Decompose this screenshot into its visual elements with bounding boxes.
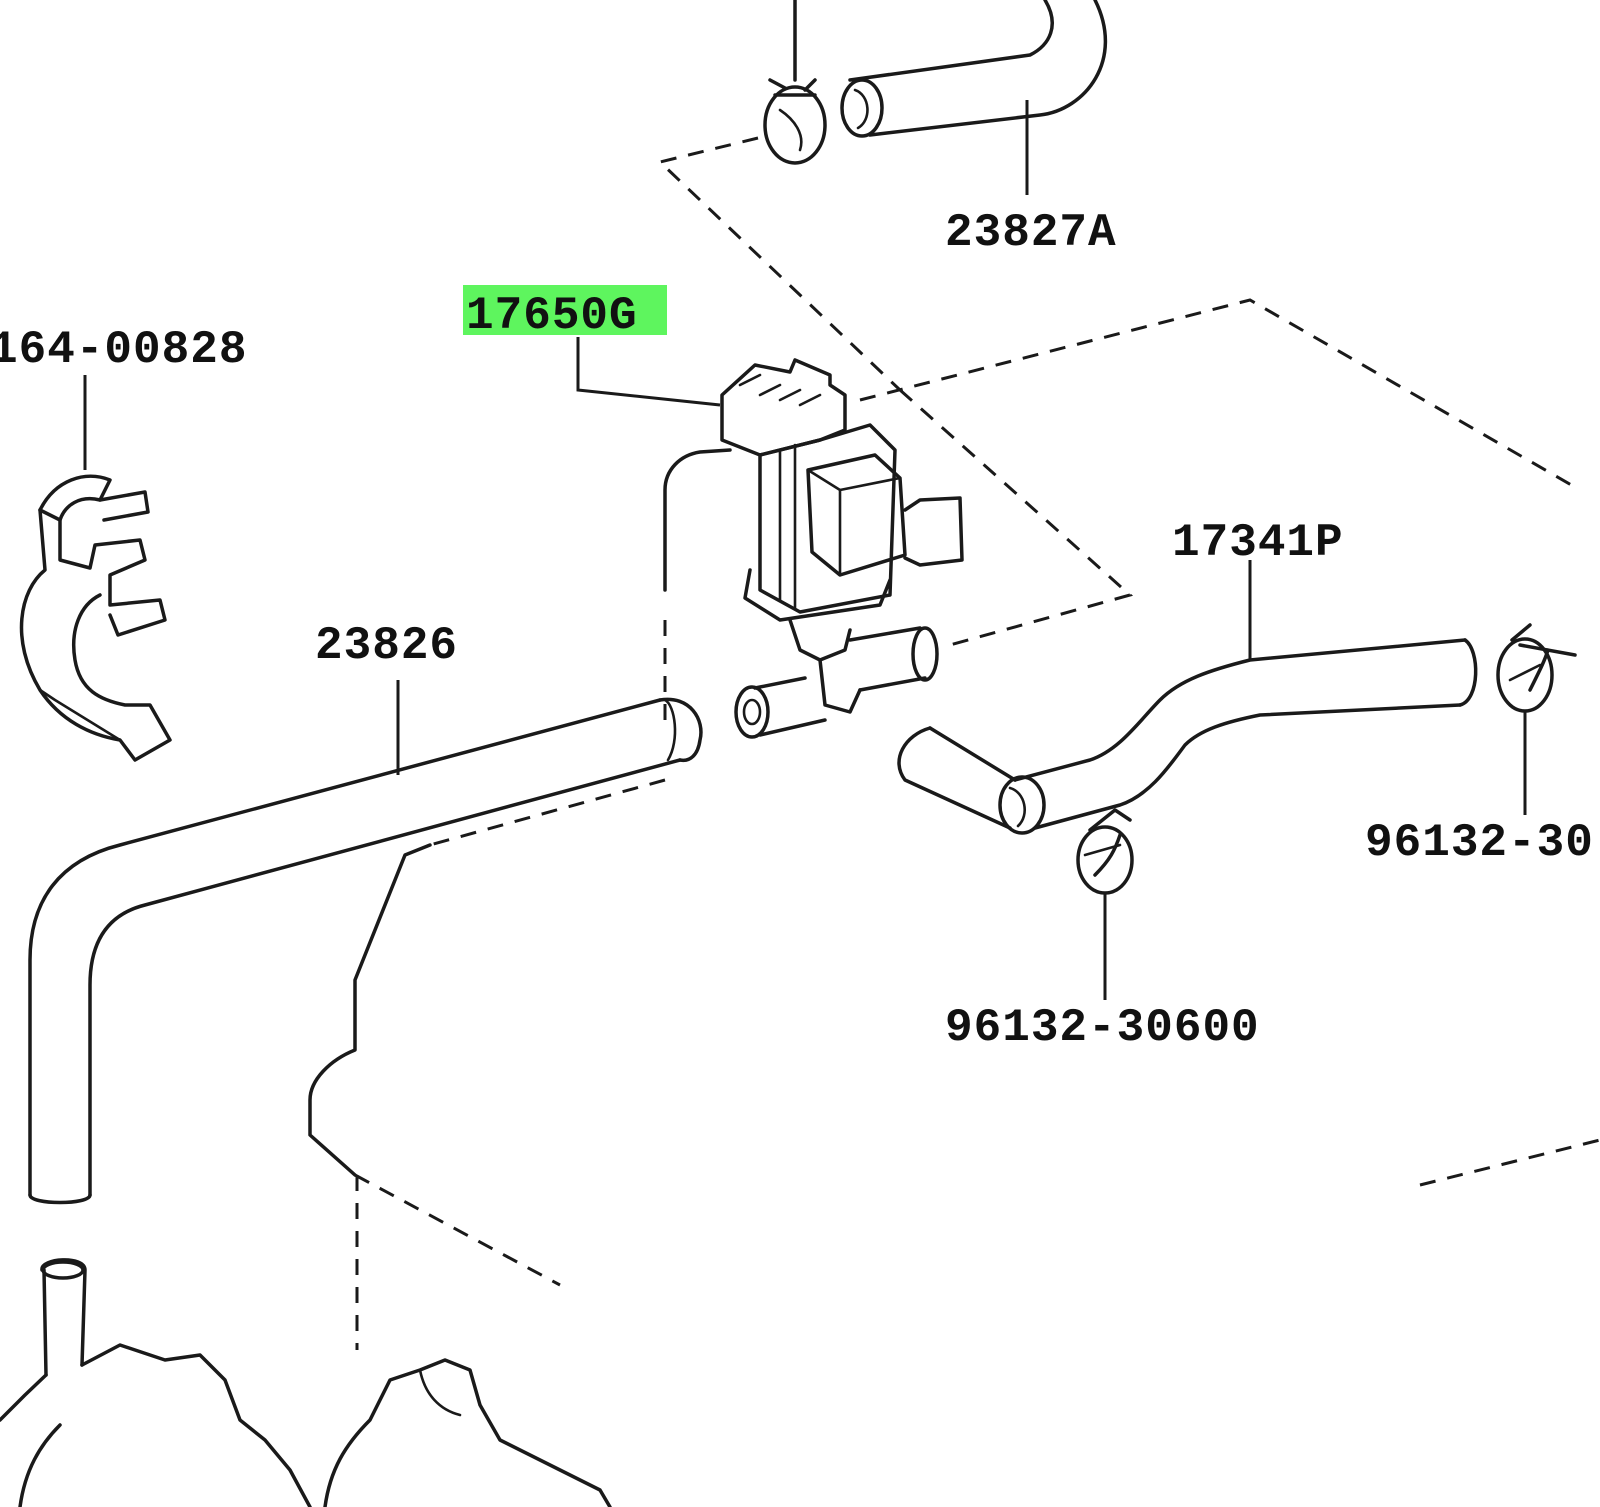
bottom-clamp <box>1076 808 1134 895</box>
label-23826[interactable]: 23826 <box>315 620 458 672</box>
label-highlight-17650G <box>463 285 667 335</box>
left-clamp <box>19 474 172 762</box>
upper-clamp <box>763 78 827 165</box>
dashed-guide-right-lower <box>1419 1138 1600 1187</box>
vsv-left-tube <box>663 448 732 592</box>
dashed-guide-lower <box>429 778 666 847</box>
dashed-guide-upper <box>656 136 1134 647</box>
vsv-valve <box>720 358 964 739</box>
dashed-guide-right <box>859 298 1581 492</box>
label-96132-30600[interactable]: 96132-30600 <box>945 1002 1260 1054</box>
label-23827A[interactable]: 23827A <box>945 207 1117 259</box>
right-hose <box>897 638 1478 835</box>
upper-hose <box>793 0 1108 138</box>
dashed-guide-lower-2 <box>354 1173 561 1287</box>
label-164-00828[interactable]: 164-00828 <box>0 324 247 376</box>
label-17341P[interactable]: 17341P <box>1172 517 1344 569</box>
lower-hose <box>28 697 703 1205</box>
right-clamp <box>1496 623 1577 713</box>
leader-17650G <box>576 337 721 407</box>
label-96132-30-right[interactable]: 96132-30 <box>1365 817 1594 869</box>
lower-tube <box>308 843 432 1177</box>
label-17650G[interactable]: 17650G <box>466 290 638 342</box>
intake-manifold <box>0 1258 612 1507</box>
